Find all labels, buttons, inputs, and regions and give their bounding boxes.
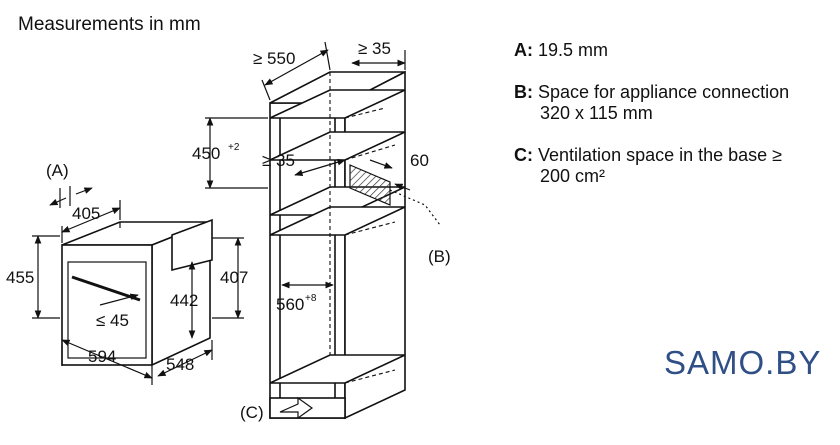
dim-oven-407: 407 [220,268,248,287]
connection-area [349,164,391,206]
label-c: (C) [240,403,264,422]
label-b: (B) [428,247,451,266]
legend-key: C: [514,145,533,165]
brand-logo: SAMO.BY [664,344,822,381]
legend-key: B: [514,82,533,102]
oven-handle [71,275,141,302]
legend-text-line2: 320 x 115 mm [540,103,653,123]
oven-door [67,261,147,359]
dim-oven-width-594: 594 [88,347,116,366]
cabinet-dimension-labels: ≥ 550 ≥ 35 450 +2 ≥ 35 60 560 +8 (B) (C) [192,39,451,422]
oven-dimension-labels: (A) 405 455 442 407 ≤ 45 594 548 [6,161,248,374]
dim-niche-height: 450 [192,144,220,163]
legend-key: A: [514,40,533,60]
dim-cab-width: ≥ 550 [253,49,295,68]
cabinet-dimensions [205,41,441,420]
oven-rear-flange [171,218,213,272]
dim-vent-60: 60 [410,151,429,170]
shelf-base [269,354,406,384]
legend-item-b: B: Space for appliance connection 320 x … [514,82,789,124]
cabinet [269,70,406,420]
diagram-title: Measurements in mm [18,14,201,35]
dim-cab-depth: ≥ 35 [358,39,391,58]
dim-oven-45: ≤ 45 [96,311,129,330]
dim-inner-width: 560 [276,295,304,314]
oven-dimensions [32,186,244,385]
shelf-lower [269,206,406,236]
legend-item-c: C: Ventilation space in the base ≥ 200 c… [514,145,782,187]
dim-oven-depth-548: 548 [166,355,194,374]
dim-niche-height-tol: +2 [228,142,240,153]
legend-text-line2: 200 cm² [540,166,606,186]
legend-text: Space for appliance connection [538,82,790,102]
cabinet-side [344,70,406,420]
legend-text: Ventilation space in the base ≥ [538,145,783,165]
dim-inner-gap: ≥ 35 [262,151,295,170]
shelf-top [269,89,406,119]
dim-oven-height-455: 455 [6,268,34,287]
dim-inner-width-tol: +8 [305,293,317,304]
dim-oven-442: 442 [170,291,198,310]
legend-item-a: A: 19.5 mm [514,40,608,61]
legend-text: 19.5 mm [538,40,609,60]
label-a: (A) [46,161,69,180]
hidden-lines [329,72,405,384]
dim-oven-depth-405: 405 [72,204,100,223]
